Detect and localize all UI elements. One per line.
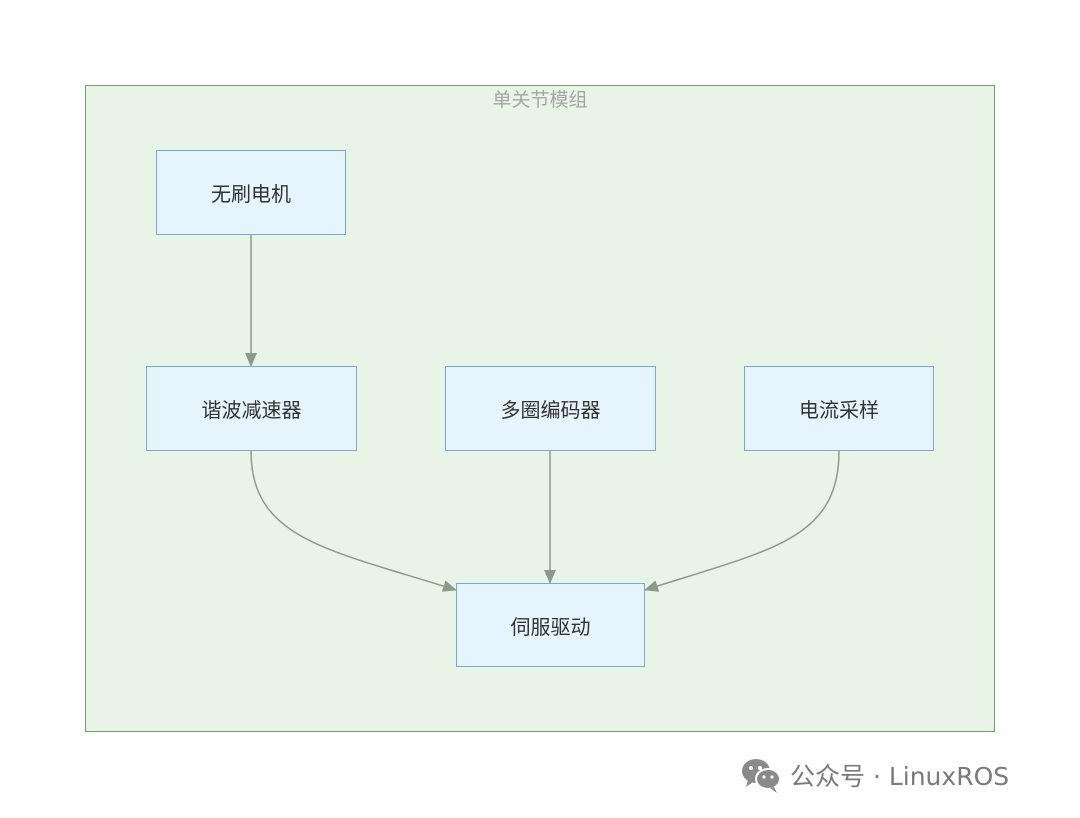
watermark-text: 公众号 · LinuxROS xyxy=(790,762,1010,791)
node-multiturn-encoder: 多圈编码器 xyxy=(445,366,656,451)
watermark: 公众号 · LinuxROS xyxy=(740,755,1009,795)
group-title: 单关节模组 xyxy=(492,89,588,111)
node-label: 多圈编码器 xyxy=(500,398,601,422)
node-label: 伺服驱动 xyxy=(510,614,591,639)
node-servo-drive: 伺服驱动 xyxy=(456,583,645,667)
wechat-icon xyxy=(742,759,781,793)
node-brushless-motor: 无刷电机 xyxy=(156,150,346,235)
node-label: 电流采样 xyxy=(799,398,879,422)
node-label: 无刷电机 xyxy=(211,182,291,206)
node-label: 谐波减速器 xyxy=(201,398,302,422)
node-harmonic-reducer: 谐波减速器 xyxy=(146,366,357,451)
node-current-sampling: 电流采样 xyxy=(744,366,934,451)
